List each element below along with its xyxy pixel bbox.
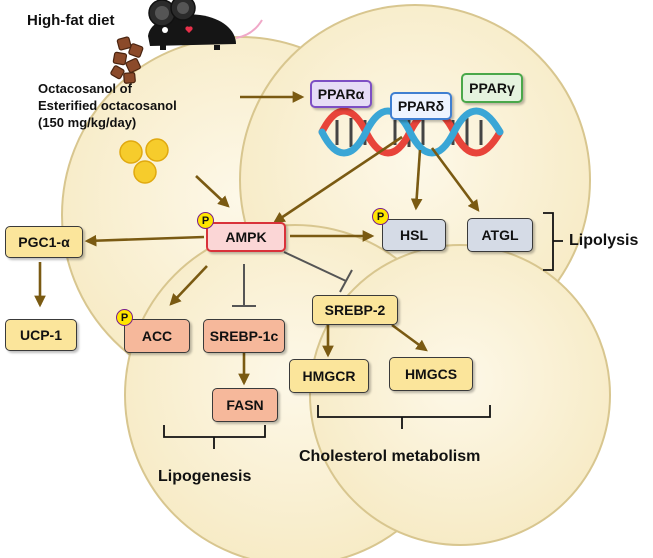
ampk-box: AMPK: [206, 222, 286, 252]
dna-helix-icon: [318, 107, 504, 157]
ppara-box: PPARα: [310, 80, 372, 108]
group-brackets: [163, 212, 563, 449]
cholesterol-label: Cholesterol metabolism: [299, 448, 481, 465]
arrow-ppar-to-hsl: [410, 149, 423, 211]
lipolysis-label: Lipolysis: [569, 232, 639, 249]
hmgcr-box: HMGCR: [289, 359, 369, 393]
pgc1a-box: PGC1-α: [5, 226, 83, 258]
cholesterol-bracket: [317, 405, 491, 429]
treatment-label: Octacosanol of Esterified octacosanol (1…: [38, 81, 177, 130]
diet-label: High-fat diet: [27, 12, 115, 29]
fasn-box: FASN: [212, 388, 278, 422]
srebp2-label: SREBP-2: [324, 302, 386, 318]
pgc1a-label: PGC1-α: [18, 234, 70, 250]
atgl-box: ATGL: [467, 218, 533, 252]
lipogenesis-bracket: [163, 425, 266, 449]
inhibition-lines: [232, 251, 353, 307]
hmgcs-label: HMGCS: [404, 366, 458, 382]
ampk-phosphate-badge-icon: P: [197, 212, 214, 229]
arrow-ampk-to-pgc1a: [84, 234, 205, 247]
hmgcr-label: HMGCR: [302, 368, 356, 384]
pparg-box: PPARγ: [461, 73, 523, 103]
fasn-label: FASN: [226, 397, 264, 413]
lipogenesis-label: Lipogenesis: [158, 468, 252, 485]
arrow-ampk-to-acc: [169, 265, 208, 306]
hsl-label: HSL: [400, 227, 428, 243]
inhibit-ampk-srebp2: [283, 251, 347, 282]
ppard-box: PPARδ: [390, 92, 452, 120]
srebp1c-label: SREBP-1c: [209, 328, 279, 344]
ppard-label: PPARδ: [397, 98, 445, 114]
hsl-phosphate-badge-icon: P: [372, 208, 389, 225]
acc-box: ACC: [124, 319, 190, 353]
ucp1-label: UCP-1: [19, 327, 62, 343]
mouse-icon: [148, 0, 263, 50]
oil-droplets-icon: [119, 138, 169, 184]
srebp1c-box: SREBP-1c: [203, 319, 285, 353]
pparg-label: PPARγ: [469, 80, 515, 96]
acc-phosphate-badge-icon: P: [116, 309, 133, 326]
hsl-box: HSL: [382, 219, 446, 251]
hmgcs-box: HMGCS: [389, 357, 473, 391]
adipocyte-cell-4: [309, 244, 611, 546]
arrow-srebp2-to-hmgcs: [391, 323, 428, 352]
arrow-ppar-to-ampk: [273, 135, 403, 224]
ampk-label: AMPK: [225, 229, 267, 245]
ucp1-box: UCP-1: [5, 319, 77, 351]
lipolysis-bracket: [543, 212, 563, 271]
food-pellets-icon: [110, 36, 144, 84]
ppara-label: PPARα: [317, 86, 365, 102]
acc-label: ACC: [141, 328, 173, 344]
arrow-droplets-to-ampk: [195, 175, 230, 208]
arrow-ppar-to-atgl: [430, 147, 480, 212]
srebp2-box: SREBP-2: [312, 295, 398, 325]
atgl-label: ATGL: [481, 227, 519, 243]
